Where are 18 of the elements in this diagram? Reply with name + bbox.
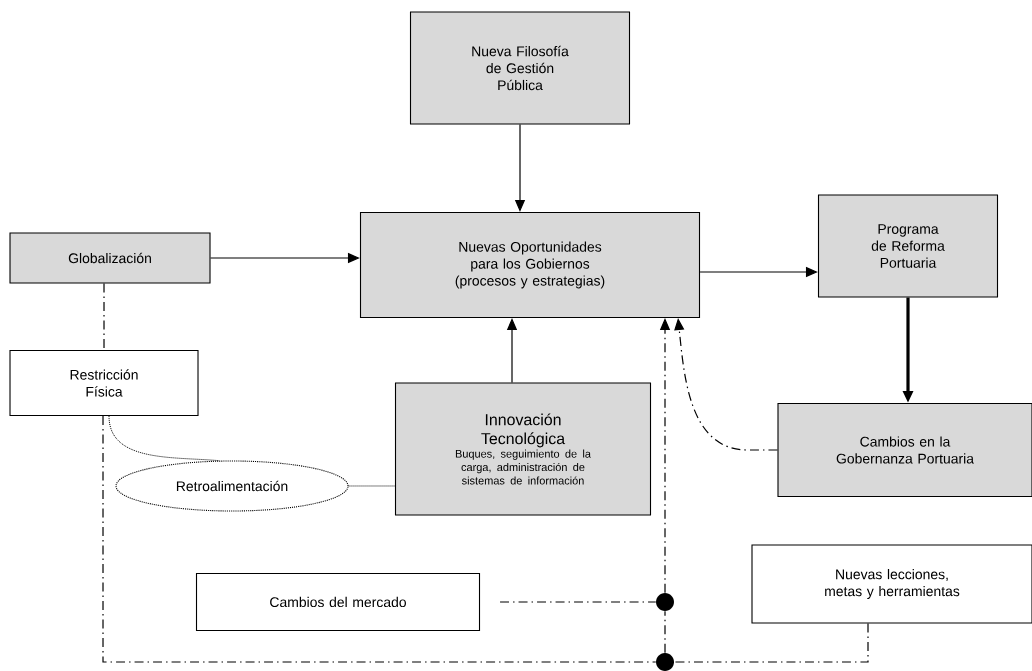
connector-line <box>103 282 105 351</box>
process-box: Nuevas lecciones, metas y herramientas <box>751 544 1032 624</box>
connector-line <box>102 415 657 663</box>
process-box: Innovación Tecnológica Buques, seguimiento de la carga, administración de sistemas de información <box>394 382 652 516</box>
connector-line <box>664 610 666 654</box>
process-box: Cambios del mercado <box>195 572 481 632</box>
process-box: Nueva Filosofía de Gestión Pública <box>409 11 631 125</box>
process-box: Nuevas Oportunidades para los Gobiernos (procesos y estrategias) <box>359 211 701 319</box>
junction-dot <box>656 593 674 611</box>
connector-line <box>673 622 869 663</box>
connector-line <box>499 601 657 603</box>
dotted-connector <box>108 415 219 462</box>
junction-dot <box>656 653 674 671</box>
process-box: Restricción Física <box>9 349 199 417</box>
dotted-connector <box>348 485 396 487</box>
process-box: Cambios en la Gobernanza Portuaria <box>777 402 1032 498</box>
process-box: Programa de Reforma Portuaria <box>817 194 999 298</box>
process-box: Globalización <box>9 232 211 284</box>
